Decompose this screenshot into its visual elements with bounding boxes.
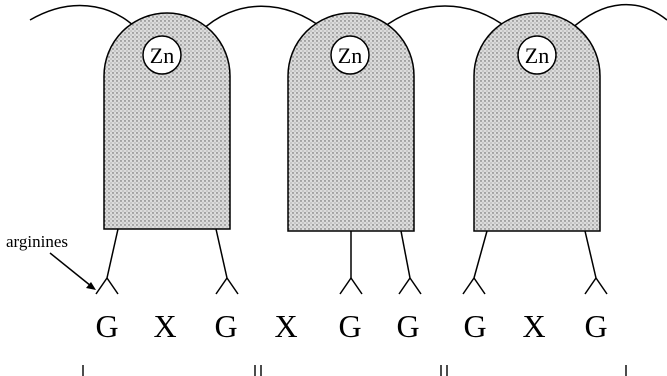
finger-3-right-arginine-fork <box>584 277 608 295</box>
link-right-end <box>569 3 667 31</box>
link-between-finger-1-and-2 <box>199 5 326 33</box>
arginines-label: arginines <box>6 232 68 251</box>
sequence-base-8: X <box>522 308 545 344</box>
finger-1-right-arginine-stem <box>215 228 228 279</box>
zinc-label-3: Zn <box>525 43 549 68</box>
finger-1-left-arginine-fork <box>95 277 119 295</box>
sequence-base-7: G <box>463 308 486 344</box>
finger-3-left-arginine-stem <box>473 230 488 279</box>
zinc-label-1: Zn <box>150 43 174 68</box>
sequence-base-9: G <box>584 308 607 344</box>
sequence-base-1: G <box>95 308 118 344</box>
zinc-label-2: Zn <box>338 43 362 68</box>
zinc-ion-3 <box>517 35 557 75</box>
finger-2-right-arginine-stem <box>400 230 411 279</box>
finger-3-right-arginine-stem <box>584 230 597 279</box>
sequence-base-5: G <box>338 308 361 344</box>
link-between-finger-2-and-3 <box>379 5 511 31</box>
dna-sequence: G X G X G G G X G <box>95 308 607 344</box>
finger-2-left-arginine-fork <box>339 277 363 295</box>
arginines-arrow-head <box>86 282 96 290</box>
finger-3-body <box>473 12 601 232</box>
finger-2: Zn <box>287 12 422 295</box>
arginines-callout: arginines <box>6 232 96 290</box>
finger-2-right-arginine-fork <box>398 277 422 295</box>
arginines-arrow-shaft <box>49 252 92 287</box>
finger-1-body <box>103 12 231 230</box>
sequence-base-3: G <box>214 308 237 344</box>
finger-3: Zn <box>462 12 608 295</box>
finger-2-body <box>287 12 415 232</box>
zinc-ion-2 <box>330 35 370 75</box>
finger-1-right-arginine-fork <box>215 277 239 295</box>
sequence-base-6: G <box>396 308 419 344</box>
finger-1-left-arginine-stem <box>106 228 119 279</box>
sequence-base-4: X <box>274 308 297 344</box>
segment-boundary-ticks <box>82 365 627 376</box>
finger-3-left-arginine-fork <box>462 277 486 295</box>
sequence-base-2: X <box>153 308 176 344</box>
finger-1: Zn <box>95 12 239 295</box>
zinc-ion-1 <box>142 35 182 75</box>
